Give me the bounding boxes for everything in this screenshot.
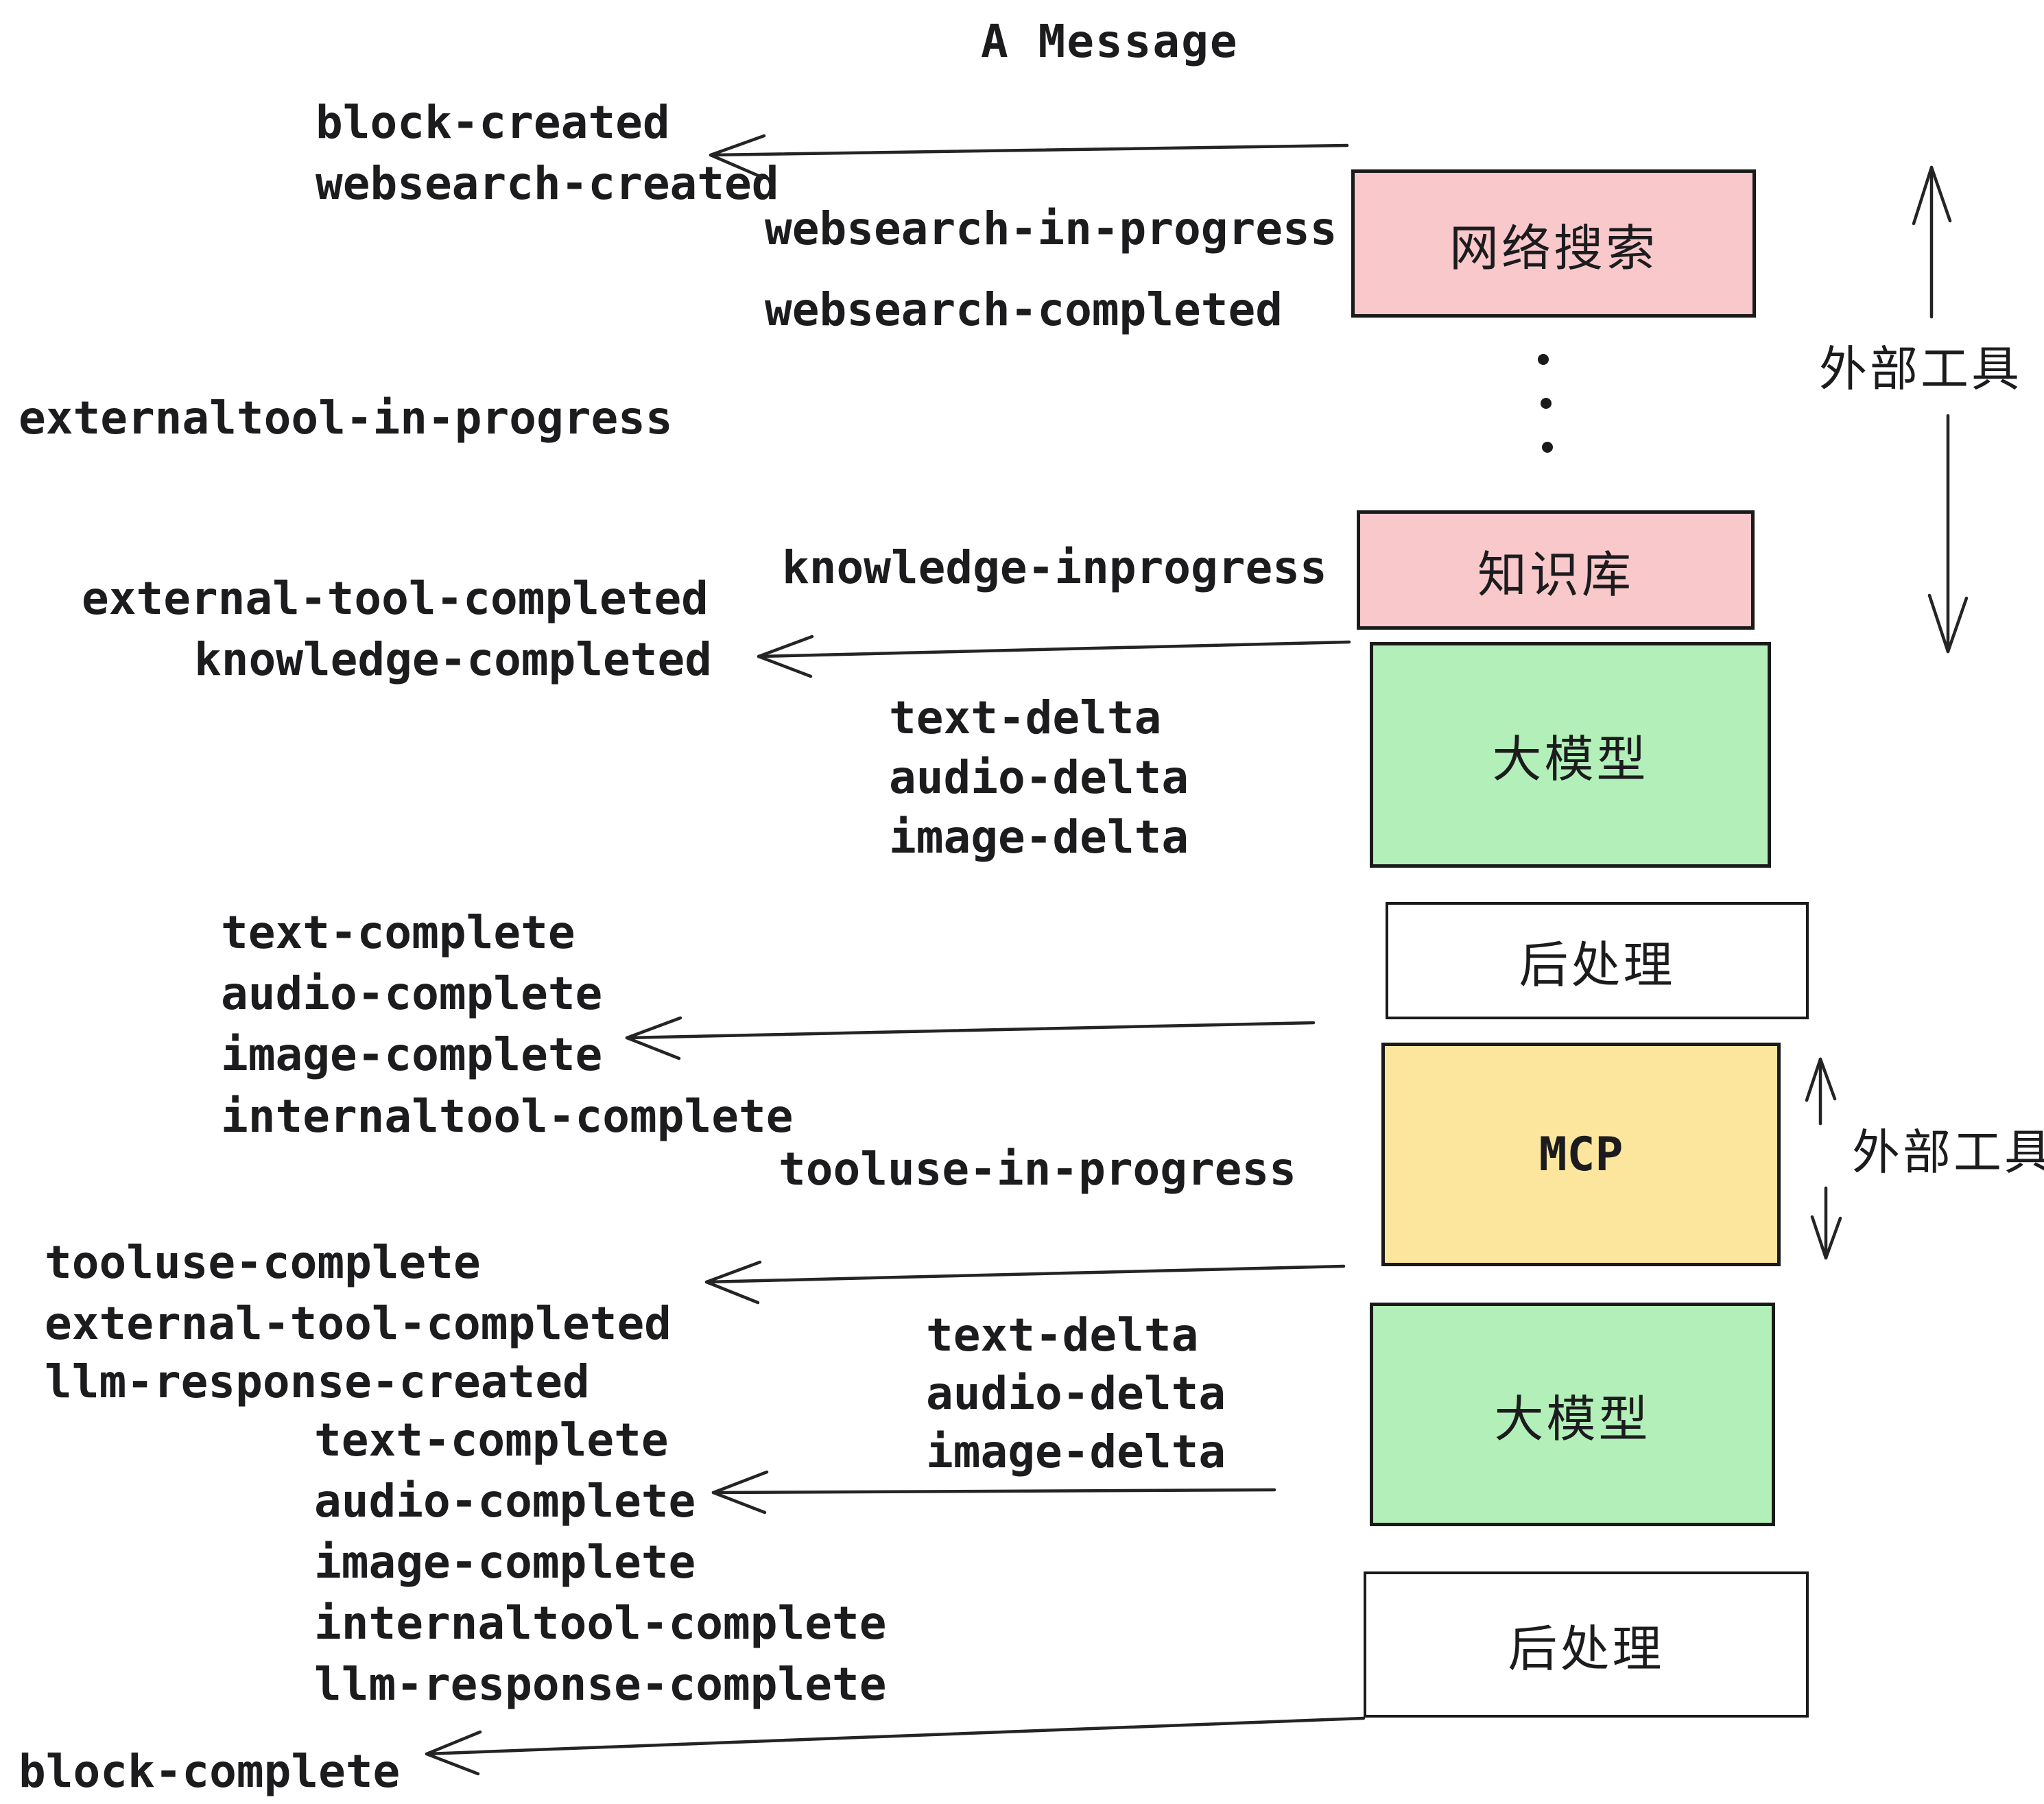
mcp-up-arrow — [1805, 1057, 1837, 1126]
event-text-complete: text-complete — [221, 906, 575, 959]
event-knowledge-inprogress: knowledge-inprogress — [782, 541, 1327, 594]
event-audio-complete: audio-complete — [221, 967, 603, 1020]
box-postprocess-2: 后处理 — [1364, 1571, 1809, 1718]
event-audio-complete-2: audio-complete — [314, 1475, 696, 1528]
event-image-complete: image-complete — [221, 1028, 603, 1081]
event-tooluse-in-progress: tooluse-in-progress — [779, 1143, 1296, 1196]
box-postprocess-2-label: 后处理 — [1508, 1620, 1665, 1678]
mcp-down-arrow — [1810, 1186, 1842, 1260]
ellipsis-dot — [1542, 442, 1553, 453]
arrow-to-tooluse-complete — [704, 1260, 1346, 1305]
box-llm-1: 大模型 — [1370, 642, 1771, 868]
label-external-tools-top: 外部工具 — [1819, 341, 2022, 397]
event-websearch-in-progress: websearch-in-progress — [765, 202, 1338, 255]
event-text-delta-2: text-delta — [926, 1309, 1199, 1362]
external-tools-down-arrow — [1927, 414, 1969, 654]
box-postprocess-1-label: 后处理 — [1519, 936, 1676, 994]
arrow-to-block-complete — [425, 1716, 1366, 1776]
external-tools-up-arrow — [1912, 165, 1952, 319]
event-knowledge-completed: knowledge-completed — [194, 633, 712, 686]
event-block-created: block-created — [316, 96, 670, 149]
event-internaltool-complete-2: internaltool-complete — [314, 1597, 887, 1650]
event-websearch-created: websearch-created — [316, 157, 779, 210]
event-externaltool-in-progress: externaltool-in-progress — [19, 392, 673, 444]
box-postprocess-1: 后处理 — [1386, 902, 1809, 1019]
ellipsis-dot — [1541, 398, 1552, 409]
event-internaltool-complete: internaltool-complete — [221, 1090, 794, 1143]
box-llm-2-label: 大模型 — [1494, 1390, 1651, 1448]
box-mcp: MCP — [1381, 1043, 1781, 1266]
event-image-complete-2: image-complete — [314, 1536, 696, 1589]
ellipsis-dot — [1538, 354, 1549, 365]
event-block-complete: block-complete — [19, 1745, 401, 1798]
label-external-tools-mcp: 外部工具 — [1852, 1124, 2044, 1180]
arrow-to-knowledge-completed — [757, 634, 1351, 678]
event-audio-delta: audio-delta — [889, 751, 1189, 804]
event-audio-delta-2: audio-delta — [926, 1367, 1226, 1420]
box-websearch-label: 网络搜索 — [1449, 219, 1658, 277]
event-image-delta-2: image-delta — [926, 1425, 1226, 1478]
arrow-to-image-complete — [625, 1016, 1316, 1060]
box-knowledge-base-label: 知识库 — [1477, 545, 1634, 604]
event-text-delta: text-delta — [889, 691, 1162, 744]
event-image-delta: image-delta — [889, 811, 1189, 864]
event-external-tool-completed: external-tool-completed — [82, 572, 709, 625]
diagram-title: A Message — [981, 15, 1239, 68]
event-llm-response-created: llm-response-created — [45, 1355, 590, 1408]
box-llm-1-label: 大模型 — [1492, 731, 1649, 788]
box-mcp-label: MCP — [1538, 1127, 1624, 1182]
event-tooluse-complete: tooluse-complete — [45, 1236, 481, 1289]
event-text-complete-2: text-complete — [314, 1414, 669, 1467]
arrow-to-block-created — [709, 134, 1349, 179]
box-websearch: 网络搜索 — [1351, 169, 1756, 318]
box-llm-2: 大模型 — [1370, 1303, 1775, 1526]
event-llm-response-complete: llm-response-complete — [314, 1658, 887, 1711]
box-knowledge-base: 知识库 — [1357, 510, 1755, 630]
event-websearch-completed: websearch-completed — [765, 283, 1283, 336]
event-external-tool-completed-2: external-tool-completed — [45, 1297, 672, 1350]
